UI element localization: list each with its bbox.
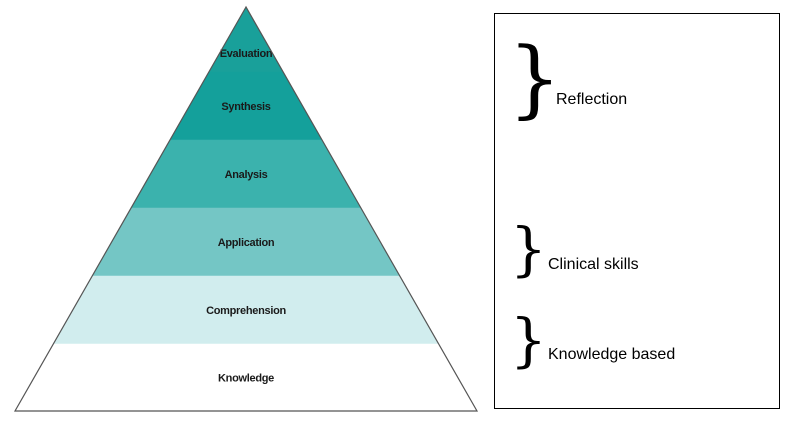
pyramid-label-comprehension: Comprehension (206, 305, 286, 317)
legend-label-reflection: Reflection (556, 91, 628, 108)
legend-label-knowledge-based: Knowledge based (548, 346, 676, 363)
clinical-skills-brace: } (510, 215, 547, 283)
pyramid-label-synthesis: Synthesis (221, 101, 270, 113)
pyramid-label-application: Application (218, 237, 275, 249)
pyramid-label-evaluation: Evaluation (220, 48, 273, 60)
pyramid-level-evaluation (208, 6, 284, 73)
bloom-pyramid: EvaluationSynthesisAnalysisApplicationCo… (13, 5, 479, 412)
pyramid-label-analysis: Analysis (225, 169, 268, 181)
legend-label-clinical-skills: Clinical skills (548, 256, 639, 273)
pyramid-label-knowledge: Knowledge (218, 373, 274, 385)
knowledge-based-brace: } (510, 306, 547, 374)
pyramid-outline (13, 5, 479, 412)
legend-box (494, 13, 780, 409)
reflection-brace: } (508, 29, 562, 127)
